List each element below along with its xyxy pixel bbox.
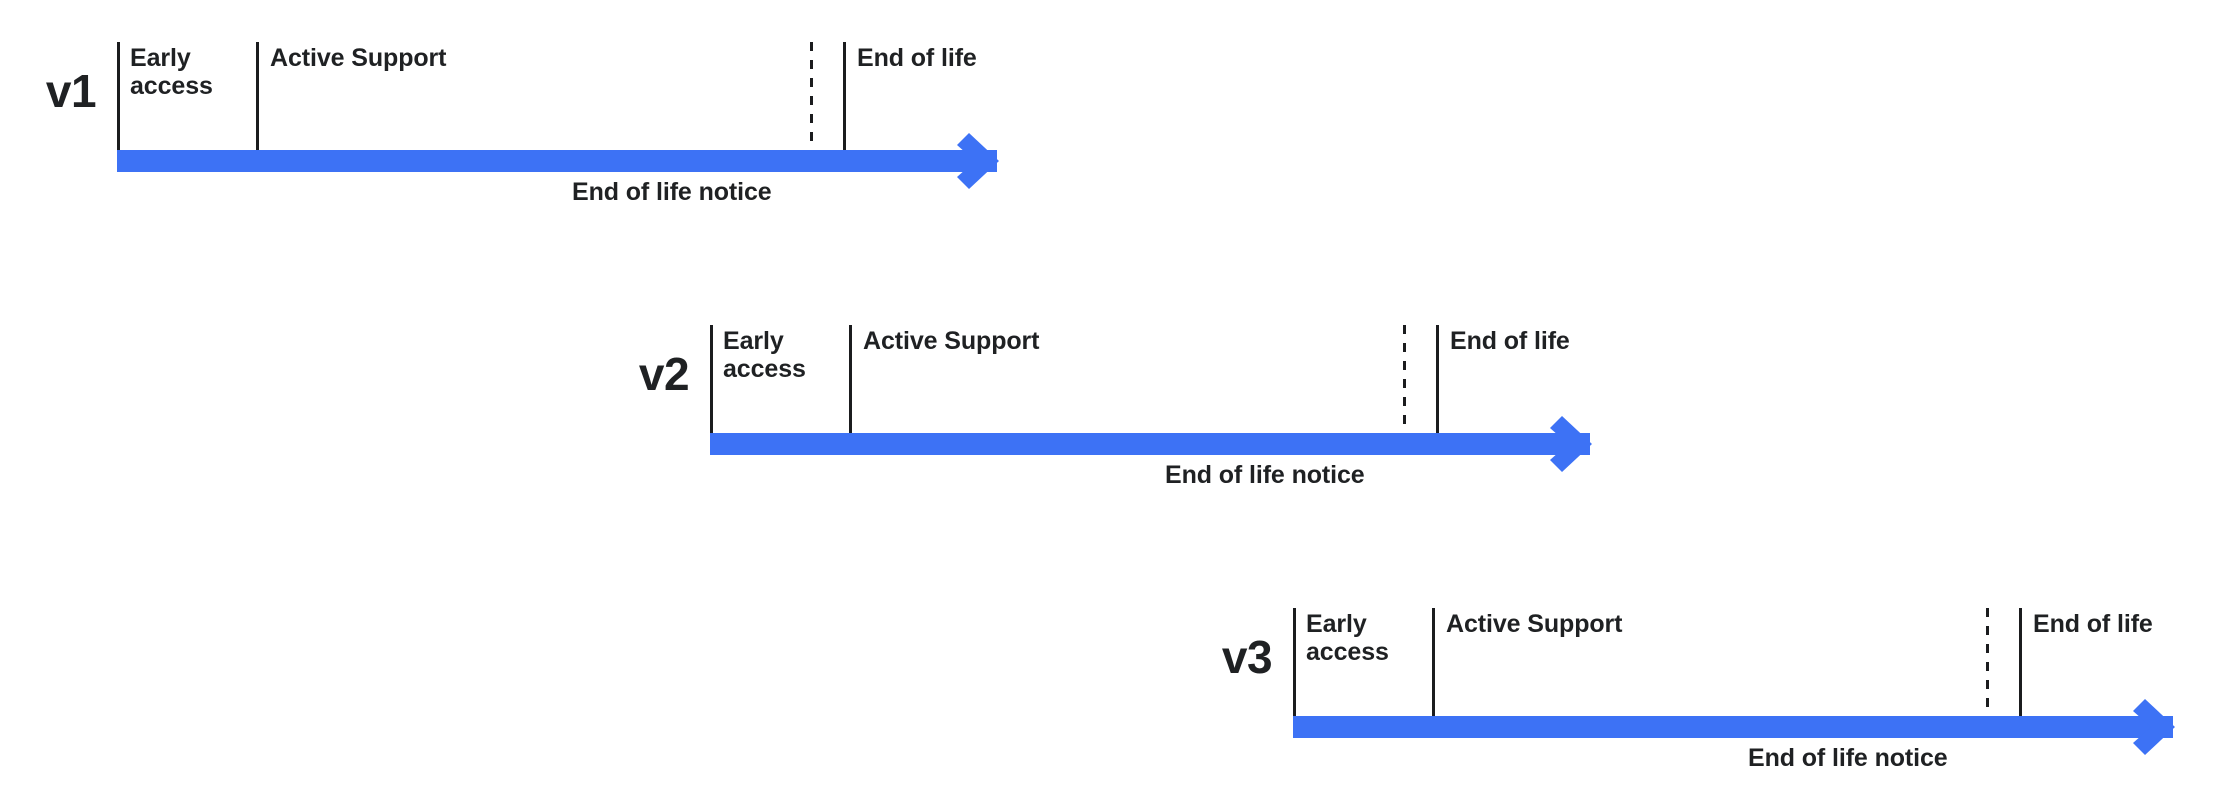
tick-end-of-life-notice-v3 bbox=[1986, 608, 1989, 716]
tick-active-support-start-v3 bbox=[1432, 608, 1435, 716]
tick-end-of-life-start-v2 bbox=[1436, 325, 1439, 433]
lifecycle-bar-body-v2 bbox=[710, 433, 1590, 455]
notice-label-v2: End of life notice bbox=[1165, 461, 1365, 489]
tick-end-of-life-start-v3 bbox=[2019, 608, 2022, 716]
arrow-right-icon-v2 bbox=[1548, 410, 1616, 478]
phase-label-early-access-v1: Early access bbox=[130, 44, 213, 100]
phase-label-end-of-life-v3: End of life bbox=[2033, 610, 2153, 638]
notice-label-v3: End of life notice bbox=[1748, 744, 1948, 772]
phase-label-end-of-life-v1: End of life bbox=[857, 44, 977, 72]
notice-label-v1: End of life notice bbox=[572, 178, 772, 206]
lifecycle-bar-v2 bbox=[710, 416, 1592, 472]
tick-end-of-life-notice-v2 bbox=[1403, 325, 1406, 433]
timeline-row-v1: v1 Early access Active Support End of li… bbox=[27, 20, 1027, 250]
lifecycle-bar-v1 bbox=[117, 133, 999, 189]
phase-label-active-support-v2: Active Support bbox=[863, 327, 1040, 355]
tick-active-support-start-v2 bbox=[849, 325, 852, 433]
phase-label-end-of-life-v2: End of life bbox=[1450, 327, 1570, 355]
version-label-v1: v1 bbox=[45, 65, 97, 117]
tick-early-access-start-v1 bbox=[117, 42, 120, 150]
tick-early-access-start-v3 bbox=[1293, 608, 1296, 716]
version-label-v2: v2 bbox=[638, 348, 690, 400]
phase-label-early-access-v3: Early access bbox=[1306, 610, 1389, 666]
timeline-row-v2: v2 Early access Active Support End of li… bbox=[620, 303, 1620, 533]
timeline-row-v3: v3 Early access Active Support End of li… bbox=[1203, 586, 2203, 812]
phase-label-early-access-v2: Early access bbox=[723, 327, 806, 383]
version-label-v3: v3 bbox=[1221, 631, 1273, 683]
lifecycle-bar-v3 bbox=[1293, 699, 2175, 755]
arrow-right-icon-v1 bbox=[955, 127, 1023, 195]
tick-end-of-life-notice-v1 bbox=[810, 42, 813, 150]
phase-label-active-support-v1: Active Support bbox=[270, 44, 447, 72]
tick-active-support-start-v1 bbox=[256, 42, 259, 150]
phase-label-active-support-v3: Active Support bbox=[1446, 610, 1623, 638]
arrow-right-icon-v3 bbox=[2131, 693, 2199, 761]
lifecycle-bar-body-v1 bbox=[117, 150, 997, 172]
lifecycle-bar-body-v3 bbox=[1293, 716, 2173, 738]
tick-end-of-life-start-v1 bbox=[843, 42, 846, 150]
tick-early-access-start-v2 bbox=[710, 325, 713, 433]
